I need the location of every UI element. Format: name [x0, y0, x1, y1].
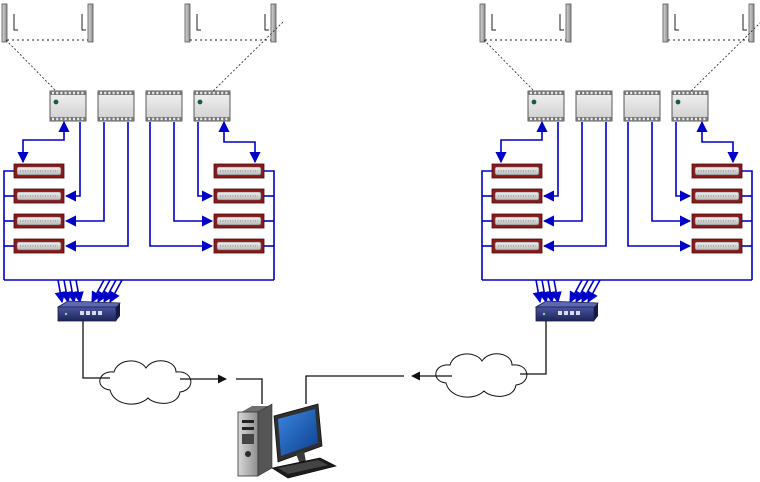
- uplink-arrow: [109, 279, 123, 303]
- io-module-icon: [145, 90, 183, 122]
- antenna-panel-icon: [1, 3, 94, 43]
- wan-link-center-right: [305, 375, 404, 404]
- io-module-icon: [97, 90, 135, 122]
- serial-device-icon: [13, 238, 65, 254]
- antenna-panel-icon: [184, 3, 277, 43]
- serial-device-icon: [13, 163, 65, 179]
- serial-device-icon: [491, 238, 543, 254]
- bus-right: [264, 170, 275, 280]
- uplink-arrow: [66, 279, 78, 304]
- io-module-icon: [49, 90, 87, 122]
- serial-device-icon: [213, 238, 265, 254]
- serial-device-icon: [13, 188, 65, 204]
- bus-left: [3, 170, 14, 280]
- uplink-arrow: [532, 279, 544, 304]
- uplink-arrow: [581, 279, 595, 303]
- desktop-computer-icon: [237, 403, 337, 479]
- uplink-arrow: [97, 279, 111, 303]
- serial-device-icon: [213, 188, 265, 204]
- link-module2-device4: [542, 122, 607, 252]
- link-module4-device5: [218, 120, 261, 164]
- link-module3-device7: [173, 122, 214, 227]
- link-module2-device3: [64, 122, 105, 227]
- antenna-panel-icon: [479, 3, 572, 43]
- cloud-icon: [99, 360, 192, 405]
- uplink-arrow: [575, 279, 589, 303]
- wan-link-center-left: [236, 378, 263, 404]
- serial-device-icon: [691, 238, 743, 254]
- central-station: [82, 321, 547, 479]
- bus-right: [742, 170, 753, 280]
- link-module1-device2: [64, 122, 81, 202]
- uplink-arrow: [103, 279, 117, 303]
- uplink-arrow: [91, 279, 105, 303]
- link-module4-device5: [696, 120, 739, 164]
- uplink-arrow: [544, 279, 556, 304]
- serial-device-icon: [491, 213, 543, 229]
- uplink-arrow: [54, 279, 66, 304]
- wan-link-right: [520, 321, 547, 375]
- link-module3-device8: [149, 122, 214, 252]
- site-right: [479, 3, 760, 322]
- uplink-arrow: [72, 279, 84, 304]
- uplink-arrow: [569, 279, 583, 303]
- uplink-arrow: [587, 279, 601, 303]
- link-module3-device7: [651, 122, 692, 227]
- io-module-icon: [575, 90, 613, 122]
- antenna-panel-icon: [662, 3, 755, 43]
- network-switch-icon: [56, 300, 121, 322]
- link-module1-device1: [17, 120, 70, 164]
- serial-device-icon: [13, 213, 65, 229]
- link-module1-device2: [542, 122, 559, 202]
- io-module-icon: [671, 90, 709, 122]
- serial-device-icon: [691, 163, 743, 179]
- serial-device-icon: [213, 213, 265, 229]
- link-module4-device6: [675, 122, 692, 202]
- uplink-arrow: [60, 279, 72, 304]
- serial-device-icon: [691, 213, 743, 229]
- io-module-icon: [623, 90, 661, 122]
- uplink-arrow: [538, 279, 550, 304]
- uplink-arrow: [550, 279, 562, 304]
- link-module2-device3: [542, 122, 583, 227]
- cloud-icon: [435, 353, 528, 398]
- serial-device-icon: [691, 188, 743, 204]
- link-module3-device8: [627, 122, 692, 252]
- serial-device-icon: [491, 163, 543, 179]
- serial-device-icon: [213, 163, 265, 179]
- io-module-icon: [193, 90, 231, 122]
- serial-device-icon: [491, 188, 543, 204]
- network-switch-icon: [534, 300, 599, 322]
- link-module1-device1: [495, 120, 548, 164]
- link-module2-device4: [64, 122, 129, 252]
- io-module-icon: [527, 90, 565, 122]
- site-left: [1, 3, 284, 322]
- link-module4-device6: [197, 122, 214, 202]
- bus-left: [481, 170, 492, 280]
- wan-link-left: [82, 321, 110, 379]
